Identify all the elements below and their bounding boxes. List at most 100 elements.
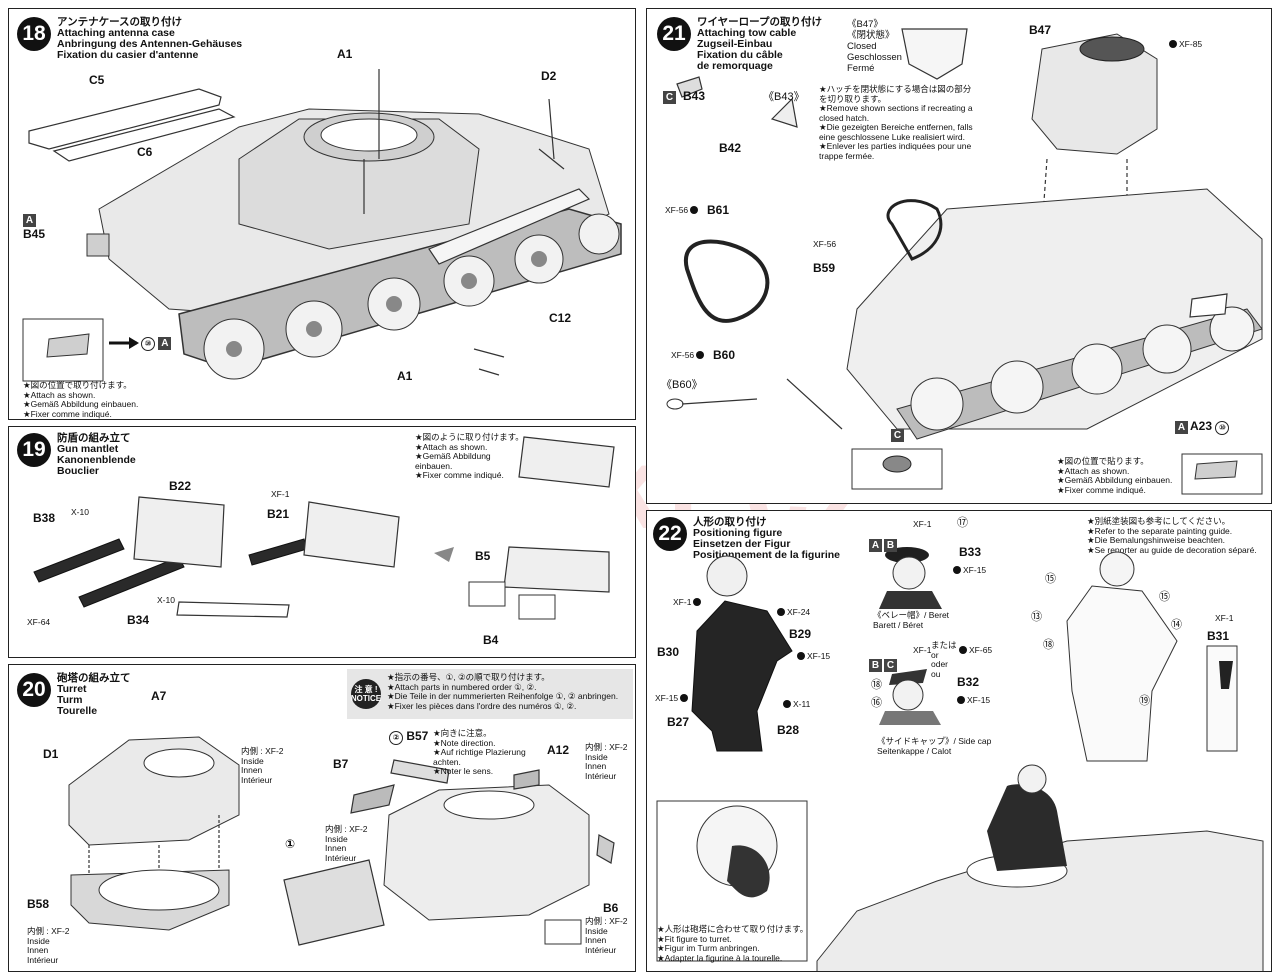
direction-jp: ★向きに注意。 (433, 728, 492, 738)
part-b59: B59 (813, 261, 836, 275)
marker-c: C (884, 659, 897, 672)
inside-note-4: 内側 : XF-2 Inside Innen Intérieur (585, 742, 628, 781)
paint-dot (959, 646, 967, 654)
note-jp: ★図の位置で取り付けます。 (23, 380, 132, 390)
title-jp: 人形の取り付け (693, 516, 767, 528)
inside-de: Innen (585, 935, 607, 945)
or-jp: または (931, 640, 957, 650)
paint-dot (1169, 40, 1177, 48)
b57-label: B57 (406, 729, 429, 743)
paint-code: XF-15 (963, 565, 987, 575)
step-22-notes: ★人形は砲塔に合わせて取り付けます。 ★Fit figure to turret… (657, 924, 808, 963)
order-1: ① (285, 837, 296, 851)
paint-x10-b: X-10 (157, 595, 175, 605)
step-19-notes: ★図のように取り付けます。 ★Attach as shown. ★Gemäß A… (415, 432, 524, 481)
part-b5: B5 (475, 549, 491, 563)
marker-b: B (869, 659, 882, 672)
sidecap-de-fr: Seitenkappe / Calot (877, 745, 952, 756)
inside-en: Inside (585, 925, 608, 936)
paint-dot (957, 696, 965, 704)
part-b6: B6 (603, 901, 619, 915)
marker-c2: C (891, 429, 904, 442)
title-de: Turm (57, 694, 83, 706)
inside-en: Inside (241, 755, 264, 766)
beret-de-fr: Barett / Béret (873, 619, 924, 630)
part-b7: B7 (333, 757, 349, 771)
part-b60-shape: 《B60》 (661, 379, 703, 391)
inside-en: Inside (585, 751, 608, 762)
paint-code: XF-15 (967, 695, 991, 705)
paint-dot (693, 598, 702, 606)
notice-box (347, 669, 633, 719)
decal-18-a: ⑱ (871, 679, 882, 691)
paint-xf24: XF-24 (777, 607, 810, 617)
note-fr: ★Fixer comme indiqué. (1057, 484, 1146, 495)
closed-hatch-label: 《B47》 《閉状態》 Closed Geschlossen Fermé (847, 19, 902, 74)
title-de: Einsetzen der Figur (693, 538, 791, 550)
paint-code: XF-1 (271, 489, 290, 499)
decal-ref: ⑩ A (141, 335, 173, 351)
order-2: ② (389, 731, 403, 745)
paint-code: XF-65 (969, 645, 993, 655)
step-20-panel: 20 砲塔の組み立て Turret Turm Tourelle 注 意 ! NO… (8, 664, 636, 972)
paint-xf15-b: XF-15 (655, 693, 689, 703)
or-fr: ou (931, 668, 941, 679)
paint-code: XF-85 (1179, 39, 1203, 49)
step-19-panel: 19 防盾の組み立て Gun mantlet Kanonenblende Bou… (8, 426, 636, 658)
or-en: or (931, 649, 939, 660)
step-number: 20 (17, 673, 51, 707)
part-b32: B32 (957, 675, 980, 689)
paint-xf1-c: XF-1 (913, 645, 931, 655)
part-b30: B30 (657, 645, 680, 659)
title-fr: Fixation du câble (697, 49, 783, 61)
closed-de: Geschlossen (847, 52, 902, 63)
step-21-panel: 21 ワイヤーロープの取り付け Attaching tow cable Zugs… (646, 8, 1272, 504)
note-en: ★Attach as shown. (23, 389, 96, 400)
notice-jp: ★指示の番号、①, ②の順で取り付けます。 (387, 672, 550, 682)
step-18-notes: ★図の位置で取り付けます。 ★Attach as shown. ★Gemäß A… (23, 380, 139, 419)
part-d1: D1 (43, 747, 59, 761)
direction-de: ★Auf richtige Plazierung (433, 747, 526, 757)
part-b58: B58 (27, 897, 50, 911)
closed-fr: Fermé (847, 63, 875, 74)
paint-xf15-c: XF-15 (953, 565, 986, 575)
tow-cable-drawing (666, 28, 1263, 495)
paint-dot (690, 206, 699, 214)
part-a1-top: A1 (337, 47, 353, 61)
inside-jp: 内側 : XF-2 (325, 824, 368, 834)
paint-note-en: ★Refer to the separate painting guide. (1087, 525, 1233, 536)
step-number: 18 (17, 17, 51, 51)
note-de: ★Gemäß Abbildung einbauen. (1057, 475, 1173, 485)
closed-jp: 《閉状態》 (847, 30, 895, 41)
paint-note-jp: ★別紙塗装図も参考にしてください。 (1087, 516, 1231, 526)
beret-jp-en: 《ベレー帽》/ Beret (873, 610, 950, 620)
marker-a: A (1175, 421, 1188, 434)
title-fr-2: de remorquage (697, 60, 773, 72)
paint-xf56-a: XF-56 (665, 205, 699, 215)
marker-c: C (663, 91, 676, 104)
notice-en: ★Attach parts in numbered order ①, ②. (387, 681, 537, 692)
paint-xf15-a: XF-15 (797, 651, 830, 661)
decal-15-b: ⑮ (1159, 591, 1170, 603)
note-en: ★Attach as shown. (415, 441, 488, 452)
direction-fr: ★Noter le sens. (433, 766, 494, 776)
paint-code: XF-56 (671, 350, 695, 360)
hatch-note-jp: ★ハッチを閉状態にする場合は図の部分 (819, 84, 972, 94)
paint-xf65: XF-65 (959, 645, 992, 655)
inside-jp: 内側 : XF-2 (27, 926, 70, 936)
part-a1-bottom: A1 (397, 369, 413, 383)
note-en: ★Fit figure to turret. (657, 933, 732, 944)
figure-drawing (656, 547, 1264, 971)
step-title: 人形の取り付け Positioning figure Einsetzen der… (693, 517, 840, 561)
note-de: ★Gemäß Abbildung einbauen. (23, 399, 139, 409)
step-number: 21 (657, 17, 691, 51)
notice-de: ★Die Teile in der nummerierten Reihenfol… (387, 691, 619, 701)
inside-note-1: 内側 : XF-2 Inside Innen Intérieur (241, 746, 284, 785)
step-21-notes: ★図の位置で貼ります。 ★Attach as shown. ★Gemäß Abb… (1057, 456, 1173, 495)
part-b47: B47 (1029, 23, 1052, 37)
part-a12: A12 (547, 743, 570, 757)
hatch-note-de: ★Die gezeigten Bereiche entfernen, falls (819, 122, 973, 132)
decal-13: ⑬ (1031, 611, 1042, 623)
